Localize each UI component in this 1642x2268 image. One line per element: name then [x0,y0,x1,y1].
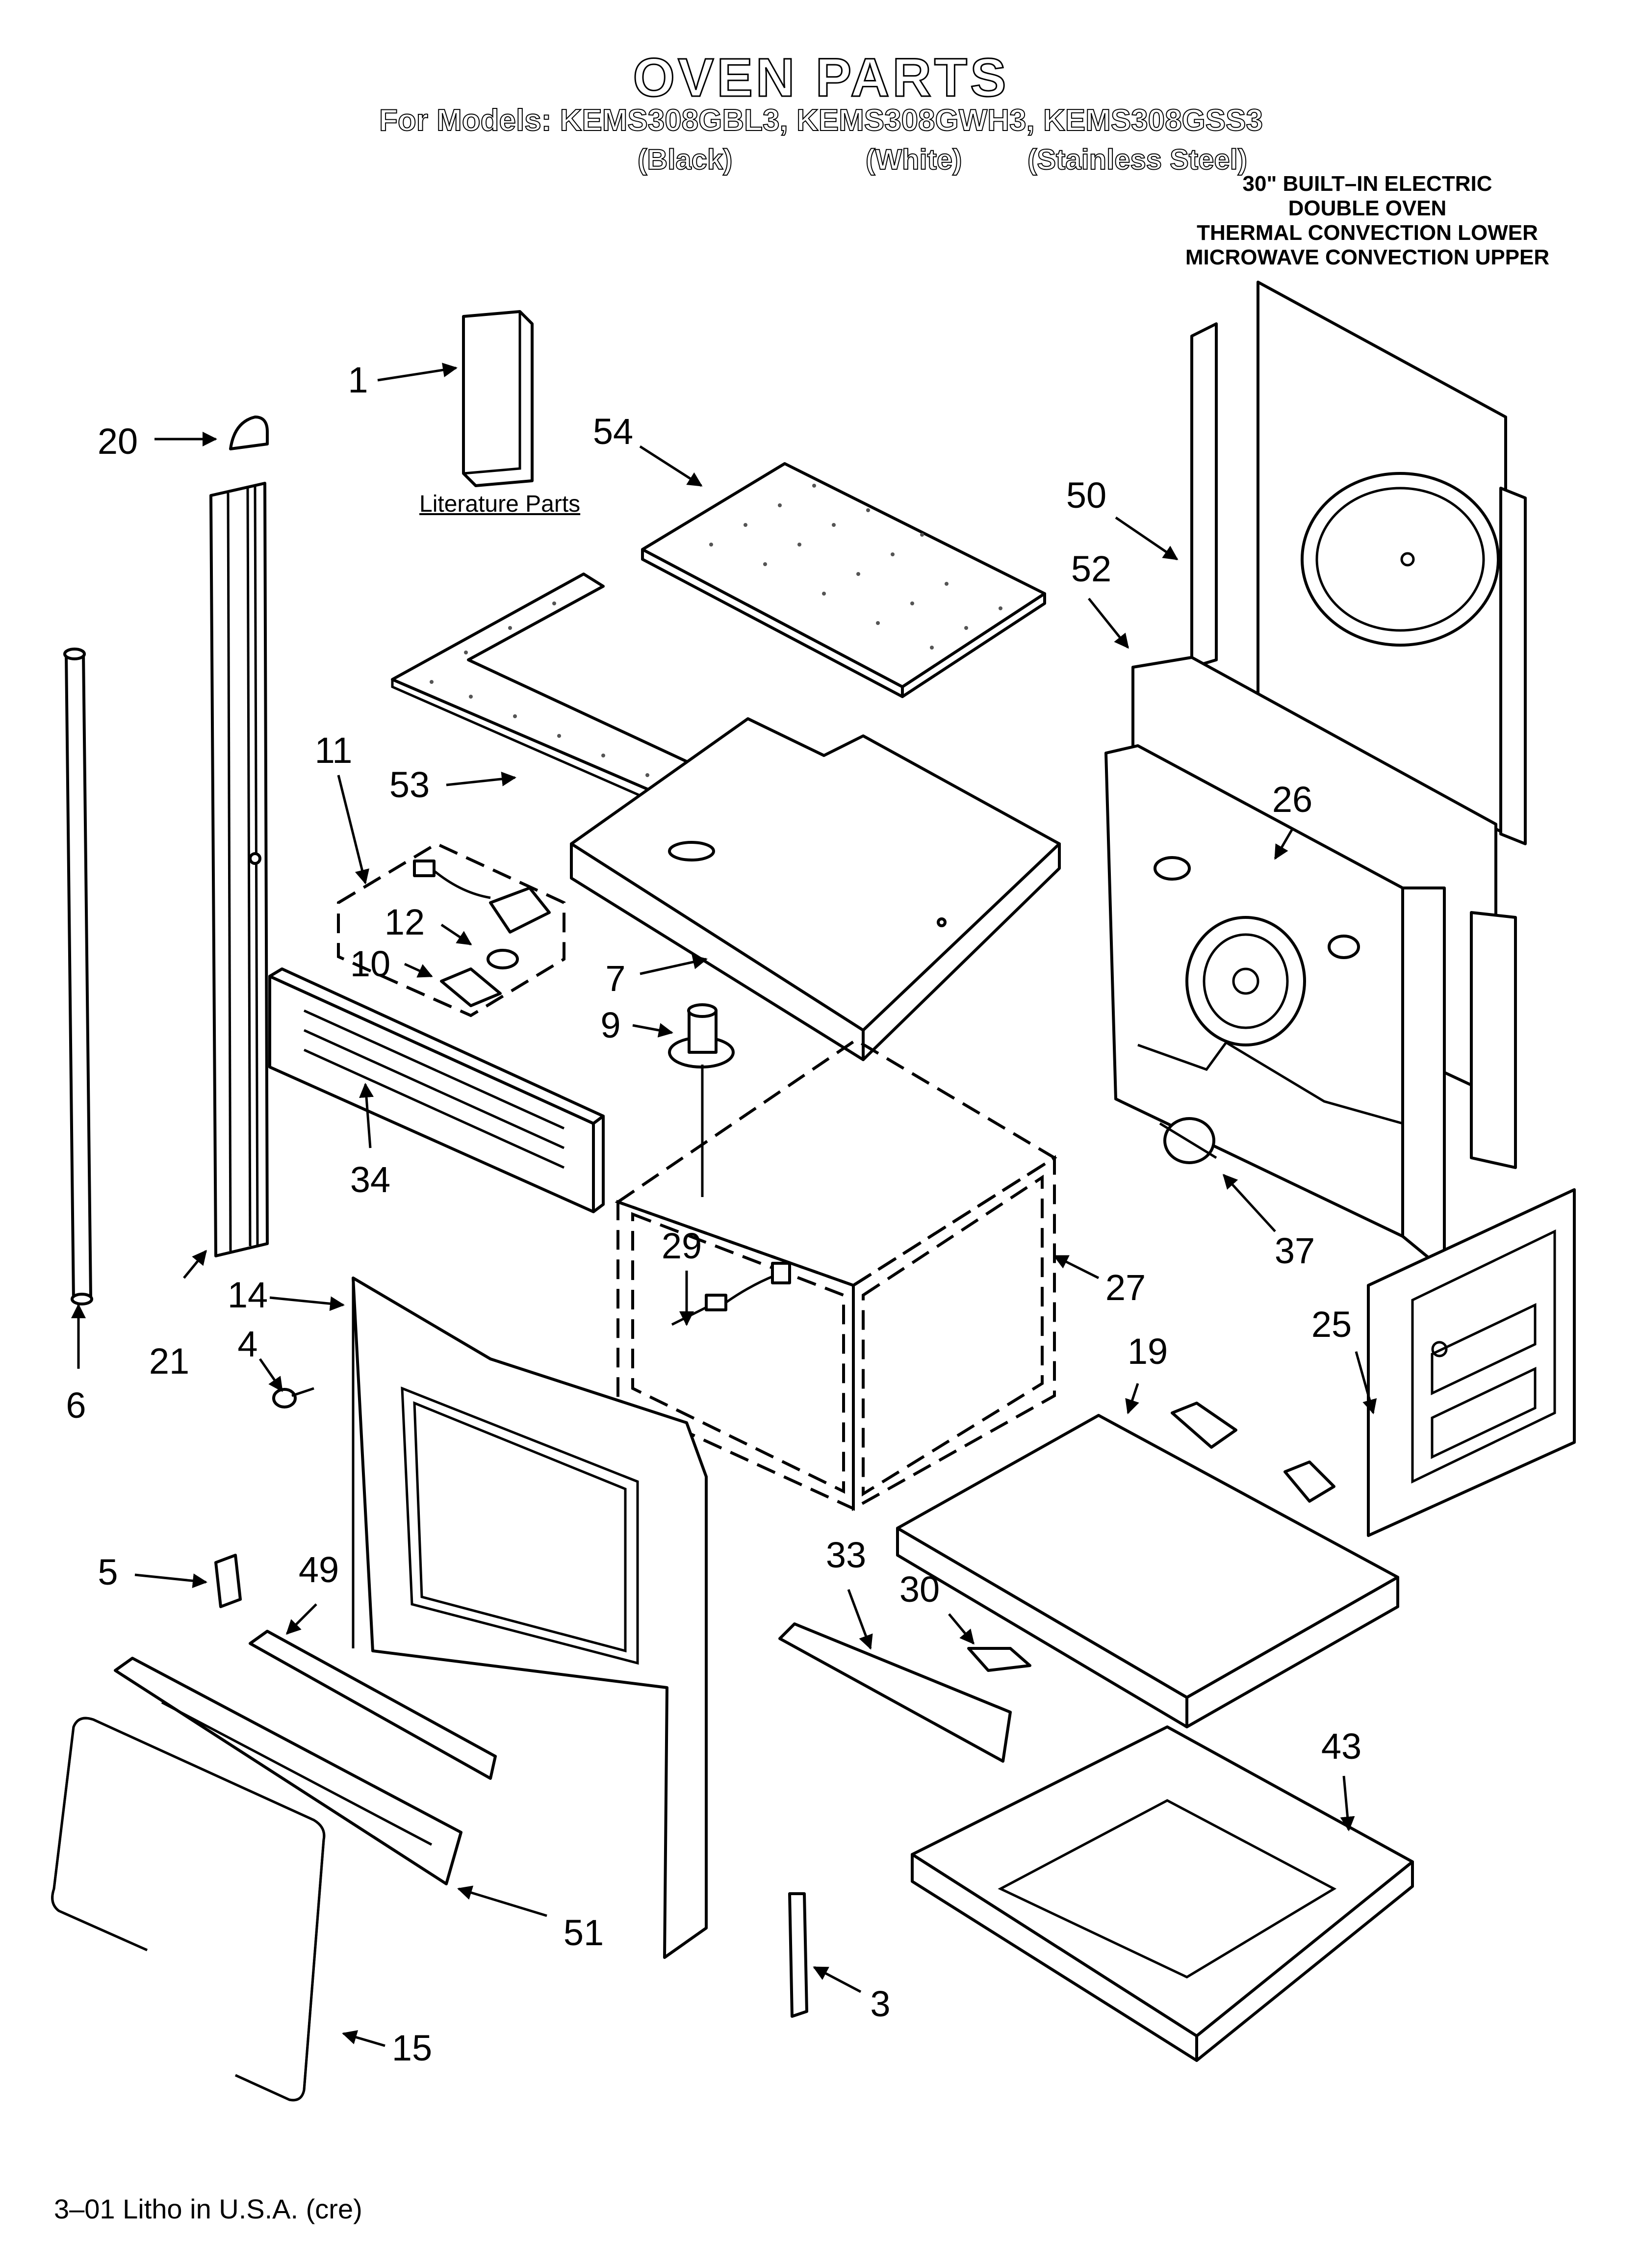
part-lower-vent [114,1657,462,1885]
part-end-cap [229,416,269,450]
callout-10: 10 [350,943,391,984]
description-line: THERMAL CONVECTION LOWER [1197,221,1538,245]
part-hinge-bracket [214,1554,242,1608]
callout-14: 14 [227,1275,268,1315]
finish-white: (White) [865,143,962,176]
callout-50: 50 [1066,475,1107,516]
part-vent-tube [63,648,93,1305]
part-screw [272,1387,314,1408]
finish-black: (Black) [637,143,733,176]
appliance-description: 30" BUILT–IN ELECTRIC DOUBLE OVEN THERMA… [1147,172,1588,270]
part-rear-panel [1190,281,1527,845]
callout-30: 30 [899,1569,940,1610]
part-side-trim [209,482,269,1257]
callout-11: 11 [314,730,353,771]
callout-20: 20 [97,421,138,462]
part-door-hinge [788,1892,808,2018]
part-light-assembly [337,842,565,1017]
model-list: For Models: KEMS308GBL3, KEMS308GWH3, KE… [379,103,1263,138]
callout-43: 43 [1321,1726,1362,1767]
callout-25: 25 [1311,1304,1352,1345]
callout-52: 52 [1071,548,1112,589]
callout-27: 27 [1105,1267,1146,1308]
literature-parts-label: Literature Parts [419,491,581,517]
callout-54: 54 [592,411,634,452]
callout-7: 7 [605,958,626,999]
part-literature-book [462,310,534,487]
callout-37: 37 [1274,1230,1315,1271]
part-temp-sensor [671,1262,791,1326]
callout-34: 34 [350,1159,391,1200]
insulation-frame-texture [430,601,649,777]
part-thermal-fuse [1159,1117,1217,1164]
callout-53: 53 [389,764,430,805]
callout-3: 3 [870,1983,891,2024]
print-code-footer: 3–01 Litho in U.S.A. (cre) [54,2193,362,2224]
part-front-frame [352,1277,708,1959]
callout-33: 33 [825,1535,867,1575]
callout-4: 4 [237,1324,258,1364]
callout-12: 12 [384,902,425,942]
callout-21: 21 [149,1341,190,1382]
callout-19: 19 [1127,1331,1168,1372]
part-fan-motor [668,1003,735,1197]
callout-9: 9 [600,1005,621,1045]
callout-51: 51 [563,1912,604,1953]
callout-26: 26 [1272,779,1313,820]
part-bottom-panel [896,1402,1399,1728]
part-cavity-back [1104,656,1517,1272]
callout-1: 1 [348,360,368,400]
part-drip-tray [911,1725,1414,2062]
vent-grille-slots [303,1009,565,1169]
description-line: DOUBLE OVEN [1288,196,1447,220]
callout-29: 29 [661,1225,702,1266]
part-wire-clip [967,1647,1031,1672]
finish-stainless: (Stainless Steel) [1027,143,1248,176]
callout-6: 6 [66,1385,86,1426]
part-support-bracket [778,1622,1012,1763]
leader-lines [71,363,1377,2047]
part-side-panel [1367,1188,1576,1537]
part-trim-channel [249,1630,497,1780]
description-line: 30" BUILT–IN ELECTRIC [1242,172,1492,196]
page-title: OVEN PARTS [632,47,1009,109]
part-insulation-top [641,462,1046,698]
callout-49: 49 [298,1549,339,1590]
description-line: MICROWAVE CONVECTION UPPER [1185,245,1550,269]
insulation-top-texture [709,484,1002,650]
part-top-panel [570,717,1061,1061]
callout-15: 15 [391,2028,433,2068]
part-vent-grille [268,967,605,1213]
callout-5: 5 [98,1552,118,1592]
